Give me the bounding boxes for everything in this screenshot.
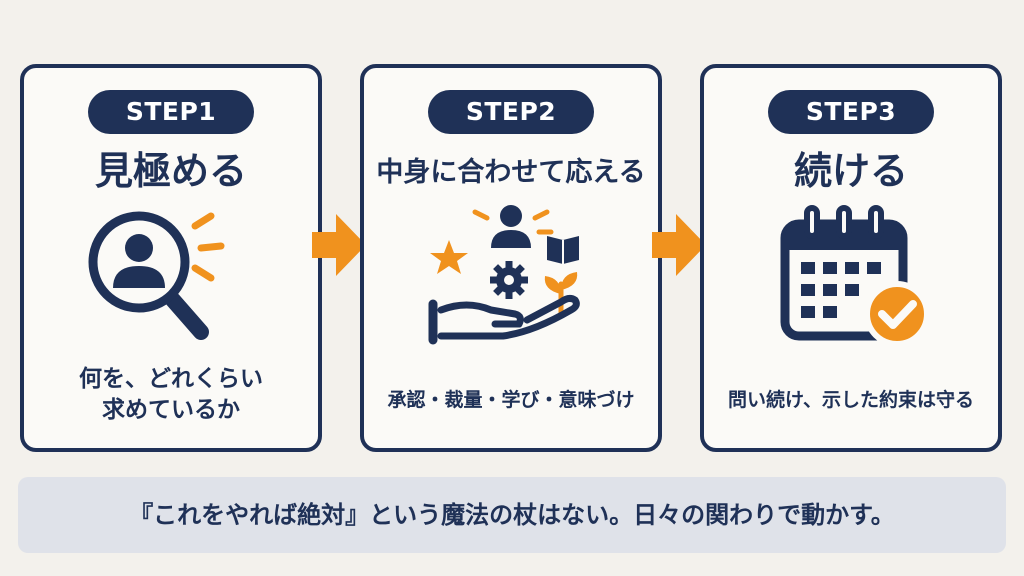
calendar-check-icon (751, 202, 951, 352)
arrow-right-icon (312, 212, 366, 278)
summary-banner: 『これをやれば絶対』という魔法の杖はない。日々の関わりで動かす。 (18, 477, 1006, 553)
step-caption-1-line-1: 何を、どれくらい (79, 366, 263, 392)
step-title-1: 見極める (94, 149, 247, 193)
step-caption-1-line-2: 求めているか (102, 397, 240, 423)
step-card-2: STEP2 中身に合わせて応える (360, 64, 662, 452)
arrow-right-icon (652, 212, 706, 278)
step-badge-1: STEP1 (88, 90, 254, 134)
step-card-1: STEP1 見極める 何を、どれくらい 求めているか (20, 64, 322, 452)
step-caption-3: 問い続け、示した約束は守る (727, 389, 975, 411)
step-badge-2: STEP2 (428, 90, 594, 134)
step-badge-3: STEP3 (768, 90, 934, 134)
step-caption-1: 何を、どれくらい 求めているか (24, 364, 318, 426)
step-card-3: STEP3 続ける (700, 64, 1002, 452)
step-title-2: 中身に合わせて応える (376, 157, 646, 188)
step-title-3: 続ける (793, 149, 908, 193)
hand-offering-icon (411, 202, 611, 352)
magnifier-person-icon (71, 202, 271, 352)
step-caption-2: 承認・裁量・学び・意味づけ (387, 389, 635, 411)
